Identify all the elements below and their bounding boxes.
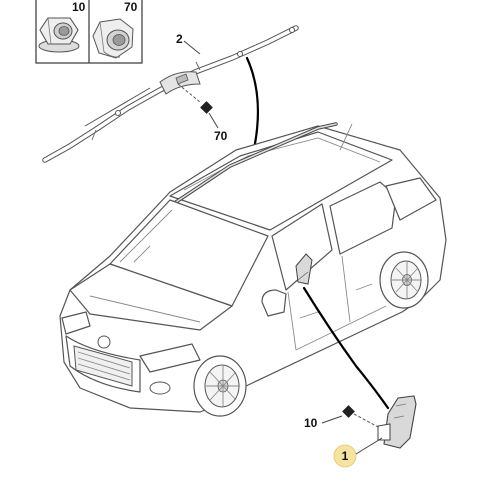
front-wheel [193,355,247,417]
side-airbag-part [377,395,417,449]
part-number-70: 70 [124,0,138,14]
curtain-fastener-70 [177,83,219,129]
parts-box-cell-70: 70 [92,0,138,59]
callout-side-airbag-badge: 1 [333,437,383,468]
rear-wheel [379,251,429,309]
side-airbag-fastener-10 [321,405,381,429]
part-number-10: 10 [72,0,86,14]
hex-nut-icon [92,18,134,59]
hex-nut-flanged-icon [38,17,80,53]
callout-side-airbag: 1 [342,449,349,463]
car-outline [59,122,447,417]
parts-box: 10 70 [35,0,143,64]
callout-2-leader [183,40,201,55]
callout-airbag-curtain: 2 [176,32,183,46]
curtain-airbag [42,25,299,163]
callout-side-airbag-fastener: 10 [304,416,318,430]
leader-curtain-to-car [245,56,260,160]
callout-curtain-fastener: 70 [214,129,228,143]
parts-box-cell-10: 10 [38,0,86,53]
leader-side-airbag [302,286,390,410]
